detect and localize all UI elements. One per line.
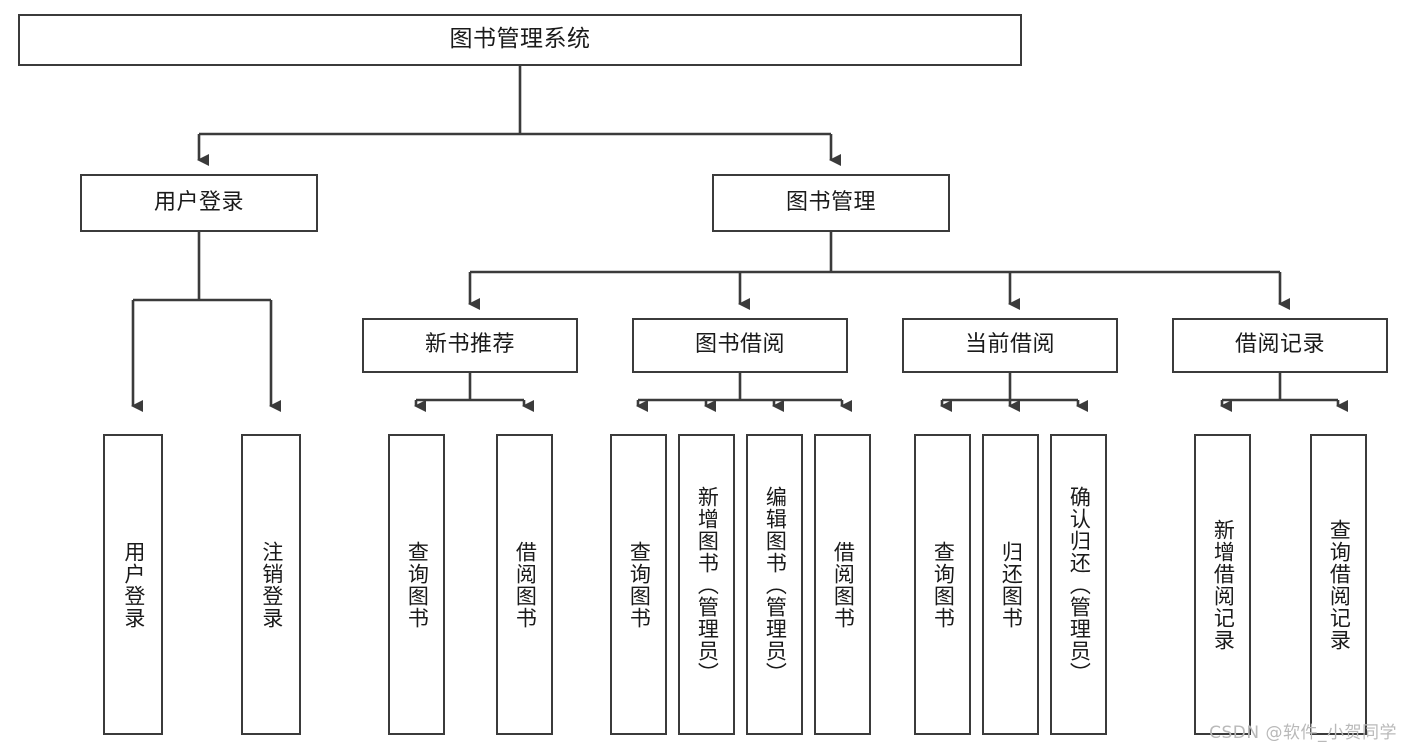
node-user-login[interactable]: 用户登录 (80, 174, 318, 232)
node-borrow-record[interactable]: 借阅记录 (1172, 318, 1388, 373)
leaf-label: 借阅图书 (513, 540, 538, 629)
watermark-text: CSDN @软件_小贺同学 (1209, 723, 1397, 743)
leaf-rec-borrow-book[interactable]: 借阅图书 (496, 434, 553, 735)
leaf-label: 借阅图书 (831, 540, 856, 629)
leaf-borrow-borrow-book[interactable]: 借阅图书 (814, 434, 871, 735)
node-root[interactable]: 图书管理系统 (18, 14, 1022, 66)
leaf-label: 查询借阅记录 (1327, 518, 1352, 651)
leaf-label: 编辑图书（管理员） (763, 485, 788, 684)
node-book-manage[interactable]: 图书管理 (712, 174, 950, 232)
node-book-borrow[interactable]: 图书借阅 (632, 318, 848, 373)
leaf-cur-return-book[interactable]: 归还图书 (982, 434, 1039, 735)
leaf-label: 确认归还（管理员） (1067, 485, 1092, 684)
leaf-label: 用户登录 (121, 540, 146, 629)
leaf-label: 新增图书（管理员） (695, 485, 720, 684)
leaf-rec-add-record[interactable]: 新增借阅记录 (1194, 434, 1251, 735)
leaf-label: 归还图书 (999, 540, 1024, 629)
leaf-label: 新增借阅记录 (1211, 518, 1236, 651)
leaf-label: 查询图书 (405, 540, 430, 629)
leaf-rec-query-record[interactable]: 查询借阅记录 (1310, 434, 1367, 735)
leaf-borrow-edit-book[interactable]: 编辑图书（管理员） (746, 434, 803, 735)
leaf-user-logout[interactable]: 注销登录 (241, 434, 301, 735)
leaf-user-login[interactable]: 用户登录 (103, 434, 163, 735)
leaf-borrow-query-book[interactable]: 查询图书 (610, 434, 667, 735)
leaf-label: 查询图书 (931, 540, 956, 629)
node-current-borrow[interactable]: 当前借阅 (902, 318, 1118, 373)
leaf-borrow-add-book[interactable]: 新增图书（管理员） (678, 434, 735, 735)
leaf-label: 注销登录 (259, 540, 284, 629)
leaf-label: 查询图书 (627, 540, 652, 629)
leaf-cur-confirm-return[interactable]: 确认归还（管理员） (1050, 434, 1107, 735)
leaf-cur-query-book[interactable]: 查询图书 (914, 434, 971, 735)
node-new-book-rec[interactable]: 新书推荐 (362, 318, 578, 373)
leaf-rec-query-book[interactable]: 查询图书 (388, 434, 445, 735)
